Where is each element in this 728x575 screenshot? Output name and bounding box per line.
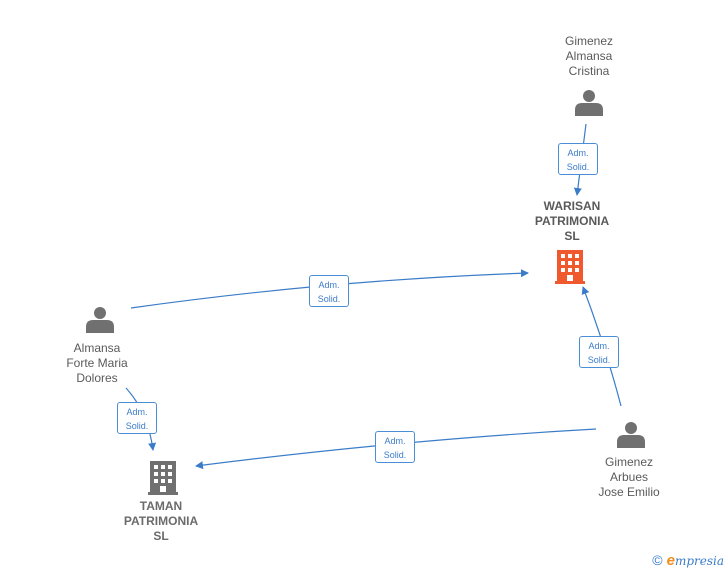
name-line: PATRIMONIA <box>123 514 199 528</box>
edge-label-line: Solid. <box>383 450 407 460</box>
edge-label[interactable]: Adm. Solid. <box>558 143 598 175</box>
edge-label-line: Solid. <box>587 355 611 365</box>
node-label-gimenez-arbues[interactable]: Gimenez Arbues Jose Emilio <box>579 455 679 500</box>
edge-label-line: Adm. <box>567 148 589 158</box>
edge-label[interactable]: Adm. Solid. <box>375 431 415 463</box>
edge-label-line: Adm. <box>384 436 406 446</box>
name-line: Cristina <box>568 64 610 78</box>
person-icon[interactable] <box>617 422 645 448</box>
person-icon[interactable] <box>575 90 603 116</box>
brand-footer: ©empresia <box>652 552 724 569</box>
brand-name: mpresia <box>674 554 724 568</box>
name-line: Gimenez <box>604 455 654 469</box>
edge-label-line: Solid. <box>566 162 590 172</box>
copyright-icon: © <box>652 552 663 568</box>
brand-initial: e <box>666 552 675 569</box>
node-label-almansa-forte[interactable]: Almansa Forte Maria Dolores <box>47 341 147 386</box>
name-line: Almansa <box>73 341 121 355</box>
node-label-taman[interactable]: TAMAN PATRIMONIA SL <box>108 499 214 544</box>
edge-label[interactable]: Adm. Solid. <box>309 275 349 307</box>
edge-label-line: Adm. <box>588 341 610 351</box>
name-line: Gimenez <box>564 34 614 48</box>
edge-label-line: Solid. <box>125 421 149 431</box>
name-line: Almansa <box>565 49 613 63</box>
edge-label[interactable]: Adm. Solid. <box>117 402 157 434</box>
building-icon[interactable] <box>148 461 178 495</box>
name-line: SL <box>153 529 169 543</box>
name-line: Dolores <box>76 371 118 385</box>
edge-label-line: Adm. <box>126 407 148 417</box>
name-line: Forte Maria <box>66 356 128 370</box>
edge-label[interactable]: Adm. Solid. <box>579 336 619 368</box>
name-line: TAMAN <box>139 499 183 513</box>
name-line: SL <box>564 229 580 243</box>
edge-label-line: Solid. <box>317 294 341 304</box>
name-line: Arbues <box>609 470 649 484</box>
node-label-warisan[interactable]: WARISAN PATRIMONIA SL <box>517 199 627 244</box>
name-line: PATRIMONIA <box>534 214 610 228</box>
person-icon[interactable] <box>86 307 114 333</box>
name-line: WARISAN <box>543 199 601 213</box>
name-line: Jose Emilio <box>598 485 660 499</box>
building-icon[interactable] <box>555 250 585 284</box>
node-label-gimenez-almansa[interactable]: Gimenez Almansa Cristina <box>539 34 639 79</box>
edge-label-line: Adm. <box>318 280 340 290</box>
